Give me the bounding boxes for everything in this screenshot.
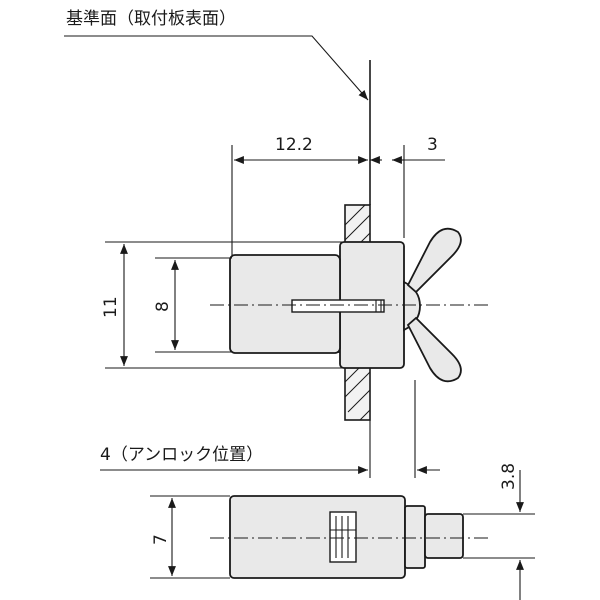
dim-3: 3	[370, 135, 445, 238]
dim-8-text: 8	[153, 301, 173, 312]
dim-4-unlock-text: 4（アンロック位置）	[100, 445, 263, 465]
dim-11: 11	[101, 241, 345, 369]
dim-3-8: 3.8	[463, 463, 535, 600]
reference-surface-label: 基準面（取付板表面）	[66, 9, 236, 29]
wing-knob	[403, 227, 462, 383]
dim-7: 7	[150, 495, 230, 579]
dim-8: 8	[153, 257, 232, 353]
dim-3-text: 3	[427, 135, 438, 155]
dim-12-2-text: 12.2	[275, 135, 313, 155]
fastener-body-bottom-view	[229, 495, 464, 579]
dim-3-8-text: 3.8	[499, 463, 519, 490]
dim-4-unlock: 4（アンロック位置）	[100, 380, 440, 478]
dim-11-text: 11	[101, 296, 121, 318]
dim-7-text: 7	[151, 534, 171, 545]
reference-leader	[64, 35, 369, 101]
dim-12-2: 12.2	[231, 135, 368, 258]
mounting-plate	[344, 204, 371, 421]
